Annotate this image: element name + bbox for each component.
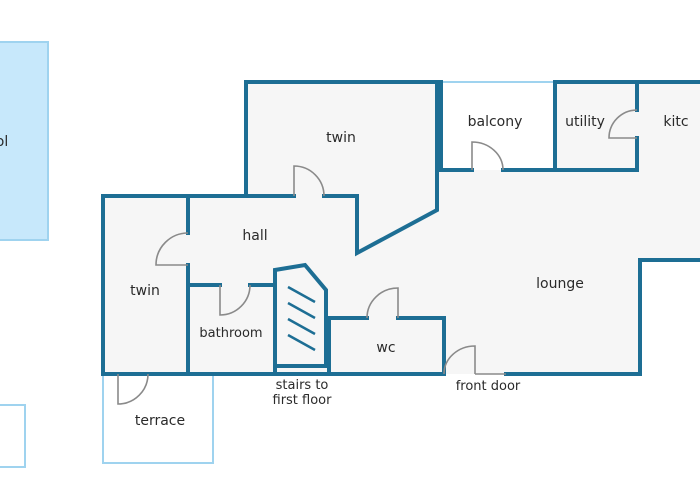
room-label-twin-upper: twin xyxy=(326,130,356,146)
room-label-utility: utility xyxy=(565,114,605,130)
door-front xyxy=(443,345,506,375)
room-label-lounge: lounge xyxy=(536,276,584,292)
room-label-twin-left: twin xyxy=(130,283,160,299)
room-label-wc: wc xyxy=(376,340,395,356)
door-upper-twin xyxy=(293,165,325,197)
room-label-pool: ol xyxy=(0,134,8,150)
room-label-terrace: terrace xyxy=(135,413,185,429)
room-label-kitchen: kitc xyxy=(663,114,688,130)
door-balcony xyxy=(471,141,504,171)
stairs-label-line1: stairs to xyxy=(276,378,329,393)
walls xyxy=(101,80,700,376)
front-door-label: front door xyxy=(456,379,521,394)
stairs-label-line2: first floor xyxy=(273,393,333,408)
room-label-bathroom: bathroom xyxy=(199,326,262,341)
door-wc xyxy=(366,287,399,319)
room-label-balcony: balcony xyxy=(468,114,523,130)
door-bathroom xyxy=(219,284,251,316)
door-terrace xyxy=(117,373,149,405)
room-label-hall: hall xyxy=(242,228,267,244)
door-twin-left xyxy=(155,232,189,266)
doors xyxy=(117,109,638,405)
door-utility xyxy=(608,109,638,139)
outdoor-box xyxy=(0,404,26,468)
pool xyxy=(0,41,49,241)
stairs xyxy=(273,262,328,368)
